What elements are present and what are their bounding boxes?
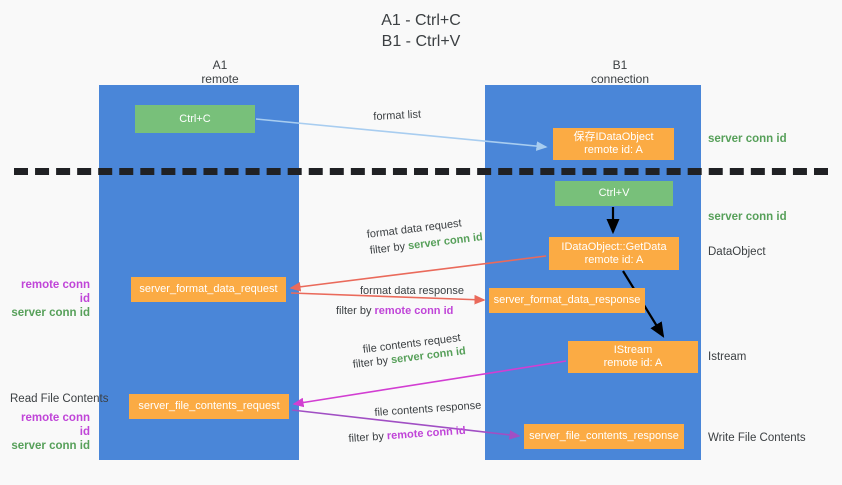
column-header-a1: A1 remote bbox=[120, 58, 320, 86]
box-server-file-contents-response[interactable]: server_file_contents_response bbox=[524, 424, 684, 449]
box-ctrl-c[interactable]: Ctrl+C bbox=[135, 105, 255, 133]
label-server-conn-id-top: server conn id bbox=[708, 133, 787, 145]
label-write-file-contents: Write File Contents bbox=[708, 432, 806, 444]
box-save-idataobject-line1: 保存IDataObject bbox=[573, 131, 654, 143]
box-ctrl-v[interactable]: Ctrl+V bbox=[555, 181, 673, 206]
box-format-data-request-label: server_format_data_request bbox=[139, 283, 278, 295]
box-getdata-line1: IDataObject::GetData bbox=[561, 240, 667, 253]
filter-prefix-2: filter by bbox=[336, 305, 375, 317]
label-remote-conn-id-1: remote conn id bbox=[20, 279, 90, 305]
arrow-label-file-contents-response-filter: filter by remote conn id bbox=[348, 424, 466, 447]
filter-prefix-3: filter by bbox=[352, 354, 392, 371]
box-format-data-response-label: server_format_data_response bbox=[493, 294, 641, 306]
box-istream-line1: IStream bbox=[613, 344, 653, 356]
filter-prefix-1: filter by bbox=[369, 240, 409, 257]
box-file-contents-response-label: server_file_contents_response bbox=[529, 430, 679, 442]
box-file-contents-request-label: server_file_contents_request bbox=[138, 400, 280, 412]
title-line-1: A1 - Ctrl+C bbox=[381, 12, 461, 29]
column-a1-role: remote bbox=[201, 72, 239, 86]
arrow-label-format-list: format list bbox=[373, 108, 422, 123]
title-line-2: B1 - Ctrl+V bbox=[381, 33, 461, 50]
box-getdata-line2: remote id: A bbox=[584, 253, 644, 266]
label-istream: Istream bbox=[708, 351, 747, 363]
box-save-idataobject-line2: remote id: A bbox=[584, 144, 643, 156]
arrow-label-format-data-response: format data response bbox=[360, 285, 464, 297]
box-server-file-contents-request[interactable]: server_file_contents_request bbox=[129, 394, 289, 419]
label-server-conn-id-1: server conn id bbox=[11, 307, 90, 319]
column-a1-name: A1 bbox=[212, 58, 228, 72]
box-ctrl-c-label: Ctrl+C bbox=[179, 112, 211, 125]
label-dataobject: DataObject bbox=[708, 246, 766, 258]
box-save-idataobject[interactable]: 保存IDataObject remote id: A bbox=[553, 128, 674, 160]
label-conn-ids-file: remote conn id server conn id bbox=[10, 411, 90, 453]
label-server-conn-id-mid: server conn id bbox=[708, 211, 787, 223]
filter-value-remote-conn-id-2: remote conn id bbox=[386, 424, 466, 443]
filter-prefix-4: filter by bbox=[348, 430, 388, 445]
box-ctrl-v-label: Ctrl+V bbox=[598, 187, 630, 199]
label-remote-conn-id-2: remote conn id bbox=[20, 412, 90, 438]
label-conn-ids-format: remote conn id server conn id bbox=[10, 278, 90, 320]
column-header-b1: B1 connection bbox=[520, 58, 720, 86]
box-server-format-data-request[interactable]: server_format_data_request bbox=[131, 277, 286, 302]
label-server-conn-id-2: server conn id bbox=[11, 440, 90, 452]
label-read-file-contents: Read File Contents bbox=[10, 393, 109, 405]
box-idataobject-getdata[interactable]: IDataObject::GetData remote id: A bbox=[549, 237, 679, 270]
filter-value-remote-conn-id-1: remote conn id bbox=[374, 305, 454, 317]
column-b1-name: B1 bbox=[612, 58, 628, 72]
arrow-label-format-data-response-filter: filter by remote conn id bbox=[336, 304, 453, 319]
column-b1-role: connection bbox=[590, 72, 650, 86]
box-server-format-data-response[interactable]: server_format_data_response bbox=[489, 288, 645, 313]
dashed-separator bbox=[14, 168, 828, 175]
box-istream-line2: remote id: A bbox=[603, 357, 663, 369]
box-istream[interactable]: IStream remote id: A bbox=[568, 341, 698, 373]
page-title: A1 - Ctrl+C B1 - Ctrl+V bbox=[0, 10, 842, 52]
arrow-label-file-contents-response: file contents response bbox=[374, 399, 482, 419]
